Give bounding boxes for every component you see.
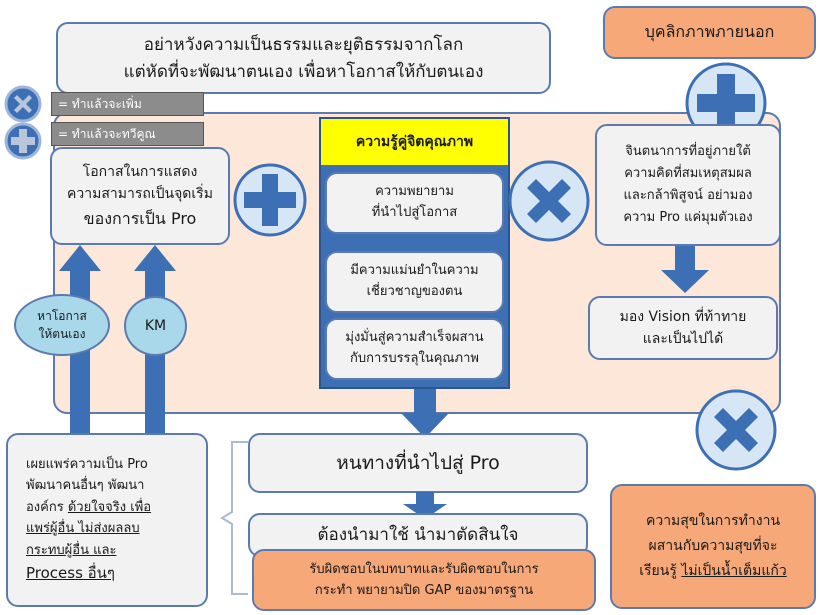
- title-line-2: แต่หัดที่จะพัฒนาตนเอง เพื่อหาโอกาสให้กับ…: [123, 62, 484, 82]
- imagination-box: จินตนาการที่อยู่ภายใต้ ความคิดที่สมเหตุส…: [595, 124, 781, 246]
- title-line-1: อย่าหวังความเป็นธรรมและยุติธรรมจากโลก: [143, 35, 464, 55]
- center-column-header: ความรู้คู่จิตคุณภาพ: [321, 119, 508, 165]
- legend-multiply-icon: [4, 85, 42, 123]
- title-box: อย่าหวังความเป็นธรรมและยุติธรรมจากโลก แต…: [56, 22, 551, 94]
- vision-box: มอง Vision ที่ท้าทาย และเป็นไปได้: [588, 296, 778, 360]
- opportunity-box: โอกาสในการแสดง ความสามารถเป็นจุดเริ่ม ขอ…: [50, 147, 230, 245]
- spread-pro-box: เผยแพร่ความเป็น Pro พัฒนาคนอื่นๆ พัฒนา อ…: [6, 433, 208, 607]
- happiness-box: ความสุขในการทำงาน ผสานกับความสุขที่จะ เร…: [610, 484, 816, 609]
- center-item-success: มุ่งมั่นสู่ความสำเร็จผสาน กับการบรรลุในค…: [325, 318, 504, 380]
- center-item-effort: ความพยายาม ที่นำไปสู่โอกาส: [325, 172, 504, 234]
- plus-icon: [233, 163, 307, 237]
- legend-multiply-label: = ทำแล้วจะเพิ่ม: [51, 92, 204, 116]
- center-item-expertise: มีความแม่นยำในความ เชี่ยวชาญของตน: [325, 251, 504, 313]
- down-arrow-right: [661, 246, 709, 293]
- path-to-pro-box: หนทางที่นำไปสู่ Pro: [248, 433, 588, 493]
- self-opportunity-bubble: หาโอกาส ให้ตนเอง: [14, 294, 110, 356]
- multiply-icon-bottom-right: [695, 389, 777, 471]
- bracket-connector: [220, 441, 248, 595]
- legend-plus-icon: [4, 122, 42, 160]
- down-arrow-center: [401, 389, 449, 438]
- down-arrow-lower: [403, 492, 447, 519]
- external-personality-box: บุคลิกภาพภายนอก: [603, 6, 816, 59]
- legend-plus-label: = ทำแล้วจะทวีคูณ: [51, 122, 204, 146]
- responsibility-box: รับผิดชอบในบทบาทและรับผิดชอบในการ กระทำ …: [252, 549, 596, 611]
- multiply-icon: [508, 160, 590, 242]
- km-bubble: KM: [124, 296, 187, 356]
